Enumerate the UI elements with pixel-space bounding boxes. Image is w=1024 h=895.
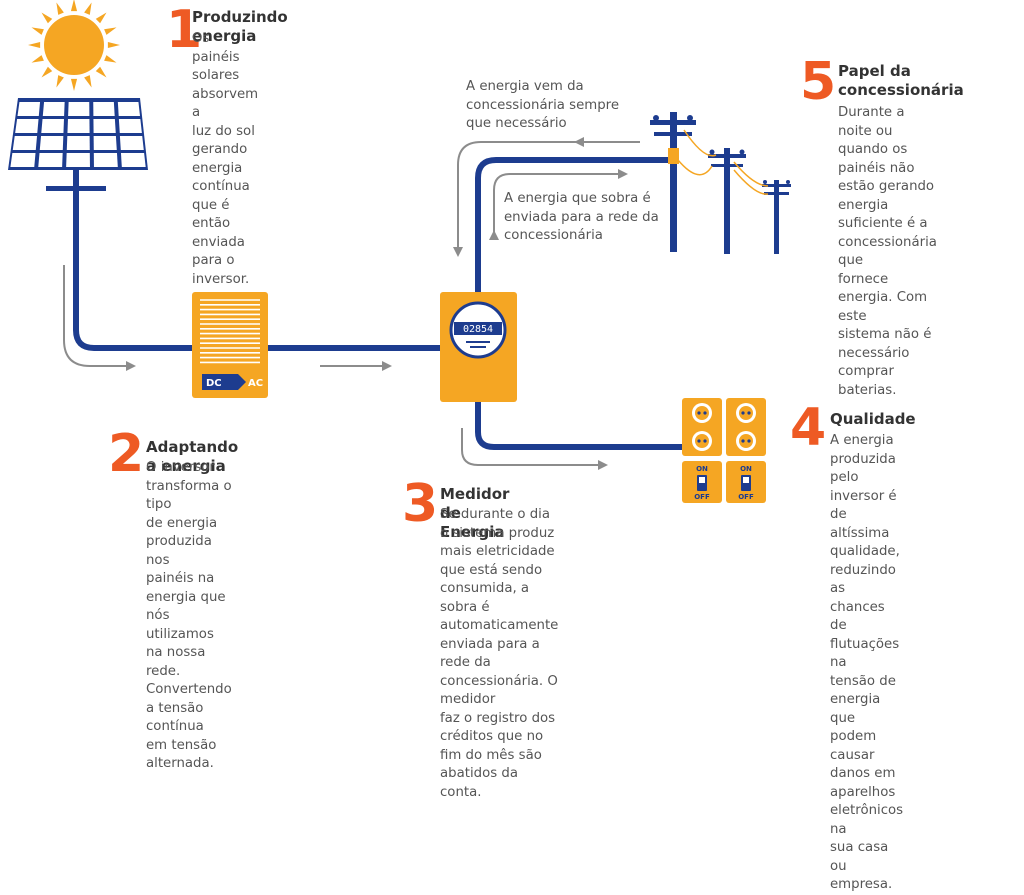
step-number: 3 [402,474,439,534]
step-body: A energia produzida pelo inversor é de a… [830,433,904,892]
note-surplus-to-grid: A energia que sobra é enviada para a red… [504,191,659,243]
inverter-dc-label: DC [206,378,222,389]
meter-icon: 02854 [440,292,517,402]
wiring [73,157,685,450]
switch-off-label: OFF [738,493,754,501]
inverter-ac-label: AC [248,378,263,389]
step-title: Medidor de Energia [440,485,510,541]
switches-icon: ON OFF ON OFF [682,461,766,503]
outlets-icon [682,398,766,456]
utility-poles-icon [650,112,791,254]
note-energy-from-grid: A energia vem da concessionária sempre q… [466,79,620,131]
step-body: Se durante o dia o sistema produz mais e… [440,507,559,800]
switch-off-label: OFF [694,493,710,501]
solar-panel-icon [8,98,148,191]
step-number: 1 [166,0,203,60]
step-body: Durante a noite ou quando os painéis não… [838,105,937,398]
step-title: Produzindo energia [192,8,288,45]
step-number: 2 [108,424,145,484]
step-title: Adaptando a energia [146,438,239,475]
step-title: Papel da concessionária [838,62,964,99]
step-number: 5 [800,52,837,112]
step-title: Qualidade [830,410,916,428]
sun-icon [28,0,120,91]
flow-arrows [63,137,640,470]
inverter-icon: DC AC [192,292,268,398]
step-number: 4 [790,398,827,458]
switch-on-label: ON [740,465,752,473]
step-body: Os painéis solares absorvem a luz do sol… [192,31,259,287]
switch-on-label: ON [696,465,708,473]
step-body: O inversor transforma o tipo de energia … [146,460,232,771]
solar-system-diagram: DC AC 02854 [8,0,791,503]
meter-reading: 02854 [463,324,493,335]
